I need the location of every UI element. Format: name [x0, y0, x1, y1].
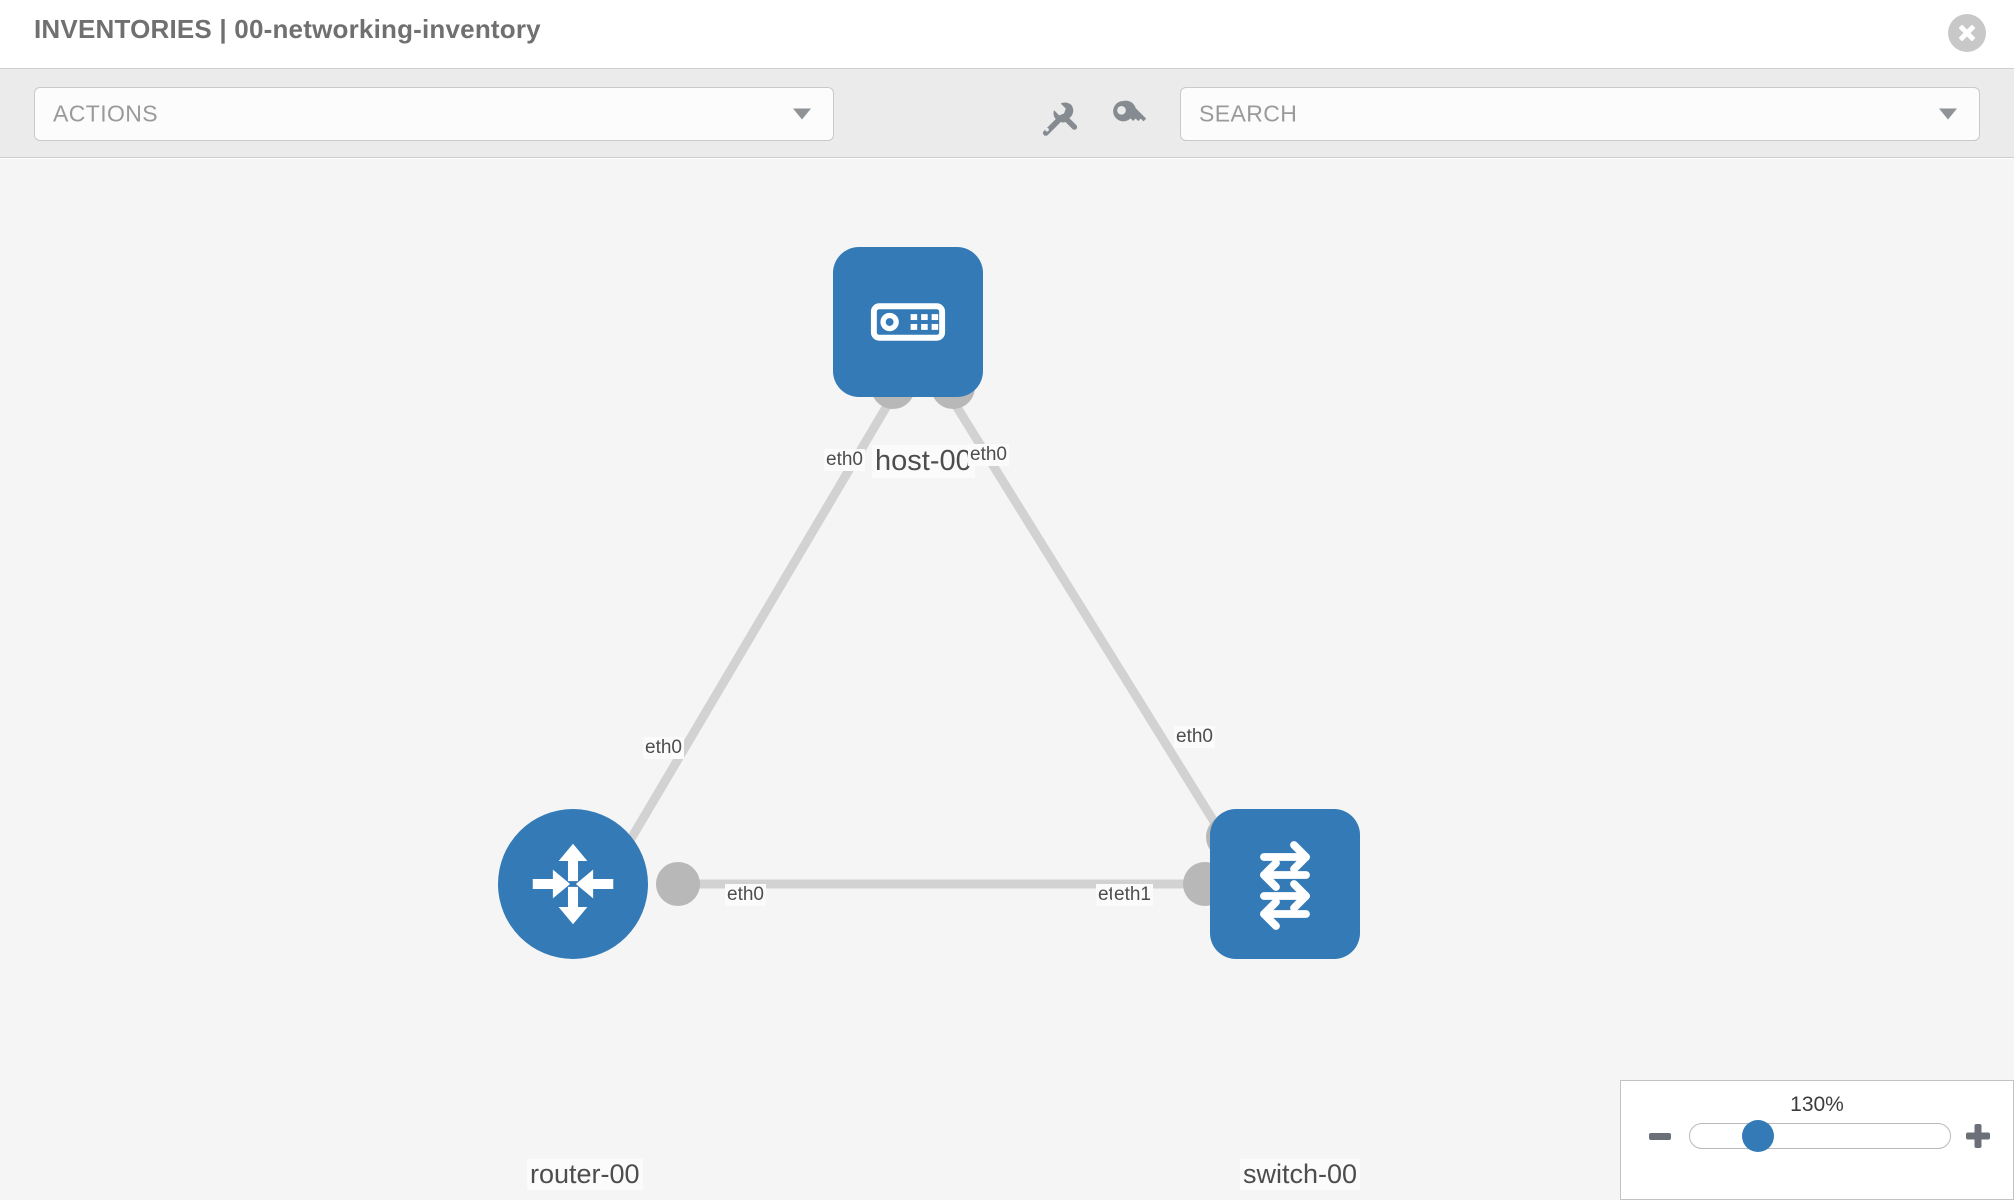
page-title: INVENTORIES | 00-networking-inventory	[34, 14, 541, 44]
node-host-00	[833, 247, 983, 397]
node-switch-00-shape[interactable]	[1210, 809, 1360, 959]
search-input[interactable]: SEARCH	[1180, 87, 1980, 141]
key-icon[interactable]	[1108, 97, 1148, 137]
wrench-icon[interactable]	[1041, 97, 1081, 137]
zoom-slider-track[interactable]	[1689, 1123, 1951, 1149]
node-router-00-shape[interactable]	[498, 809, 648, 959]
node-host-00-shape[interactable]	[833, 247, 983, 397]
close-icon[interactable]	[1948, 14, 1986, 52]
toolbar: ACTIONS SEARCH	[0, 68, 2014, 158]
page-header: INVENTORIES | 00-networking-inventory	[0, 0, 2014, 68]
topology-links-layer	[621, 365, 1250, 906]
zoom-control-panel: 130%	[1620, 1080, 2014, 1200]
router-arrows-icon	[532, 843, 614, 925]
server-appliance-icon	[870, 303, 946, 341]
search-placeholder: SEARCH	[1199, 100, 1298, 127]
zoom-in-button[interactable]	[1966, 1124, 1990, 1148]
link-host00-router00[interactable]	[621, 401, 892, 852]
chevron-down-icon	[1939, 108, 1957, 120]
actions-dropdown[interactable]: ACTIONS	[34, 87, 834, 141]
topology-canvas[interactable]: host-00 router-00	[0, 159, 2014, 1200]
node-switch-00	[1210, 809, 1360, 959]
zoom-out-button[interactable]	[1649, 1133, 1671, 1140]
port-router00-eth0[interactable]	[656, 862, 700, 906]
zoom-slider-thumb[interactable]	[1742, 1120, 1774, 1152]
node-router-00	[498, 809, 648, 959]
chevron-down-icon	[793, 108, 811, 120]
actions-dropdown-label: ACTIONS	[53, 100, 159, 127]
link-host00-switch00[interactable]	[951, 401, 1230, 844]
switch-arrows-icon	[1260, 841, 1310, 930]
zoom-level-value: 130%	[1790, 1093, 1844, 1116]
